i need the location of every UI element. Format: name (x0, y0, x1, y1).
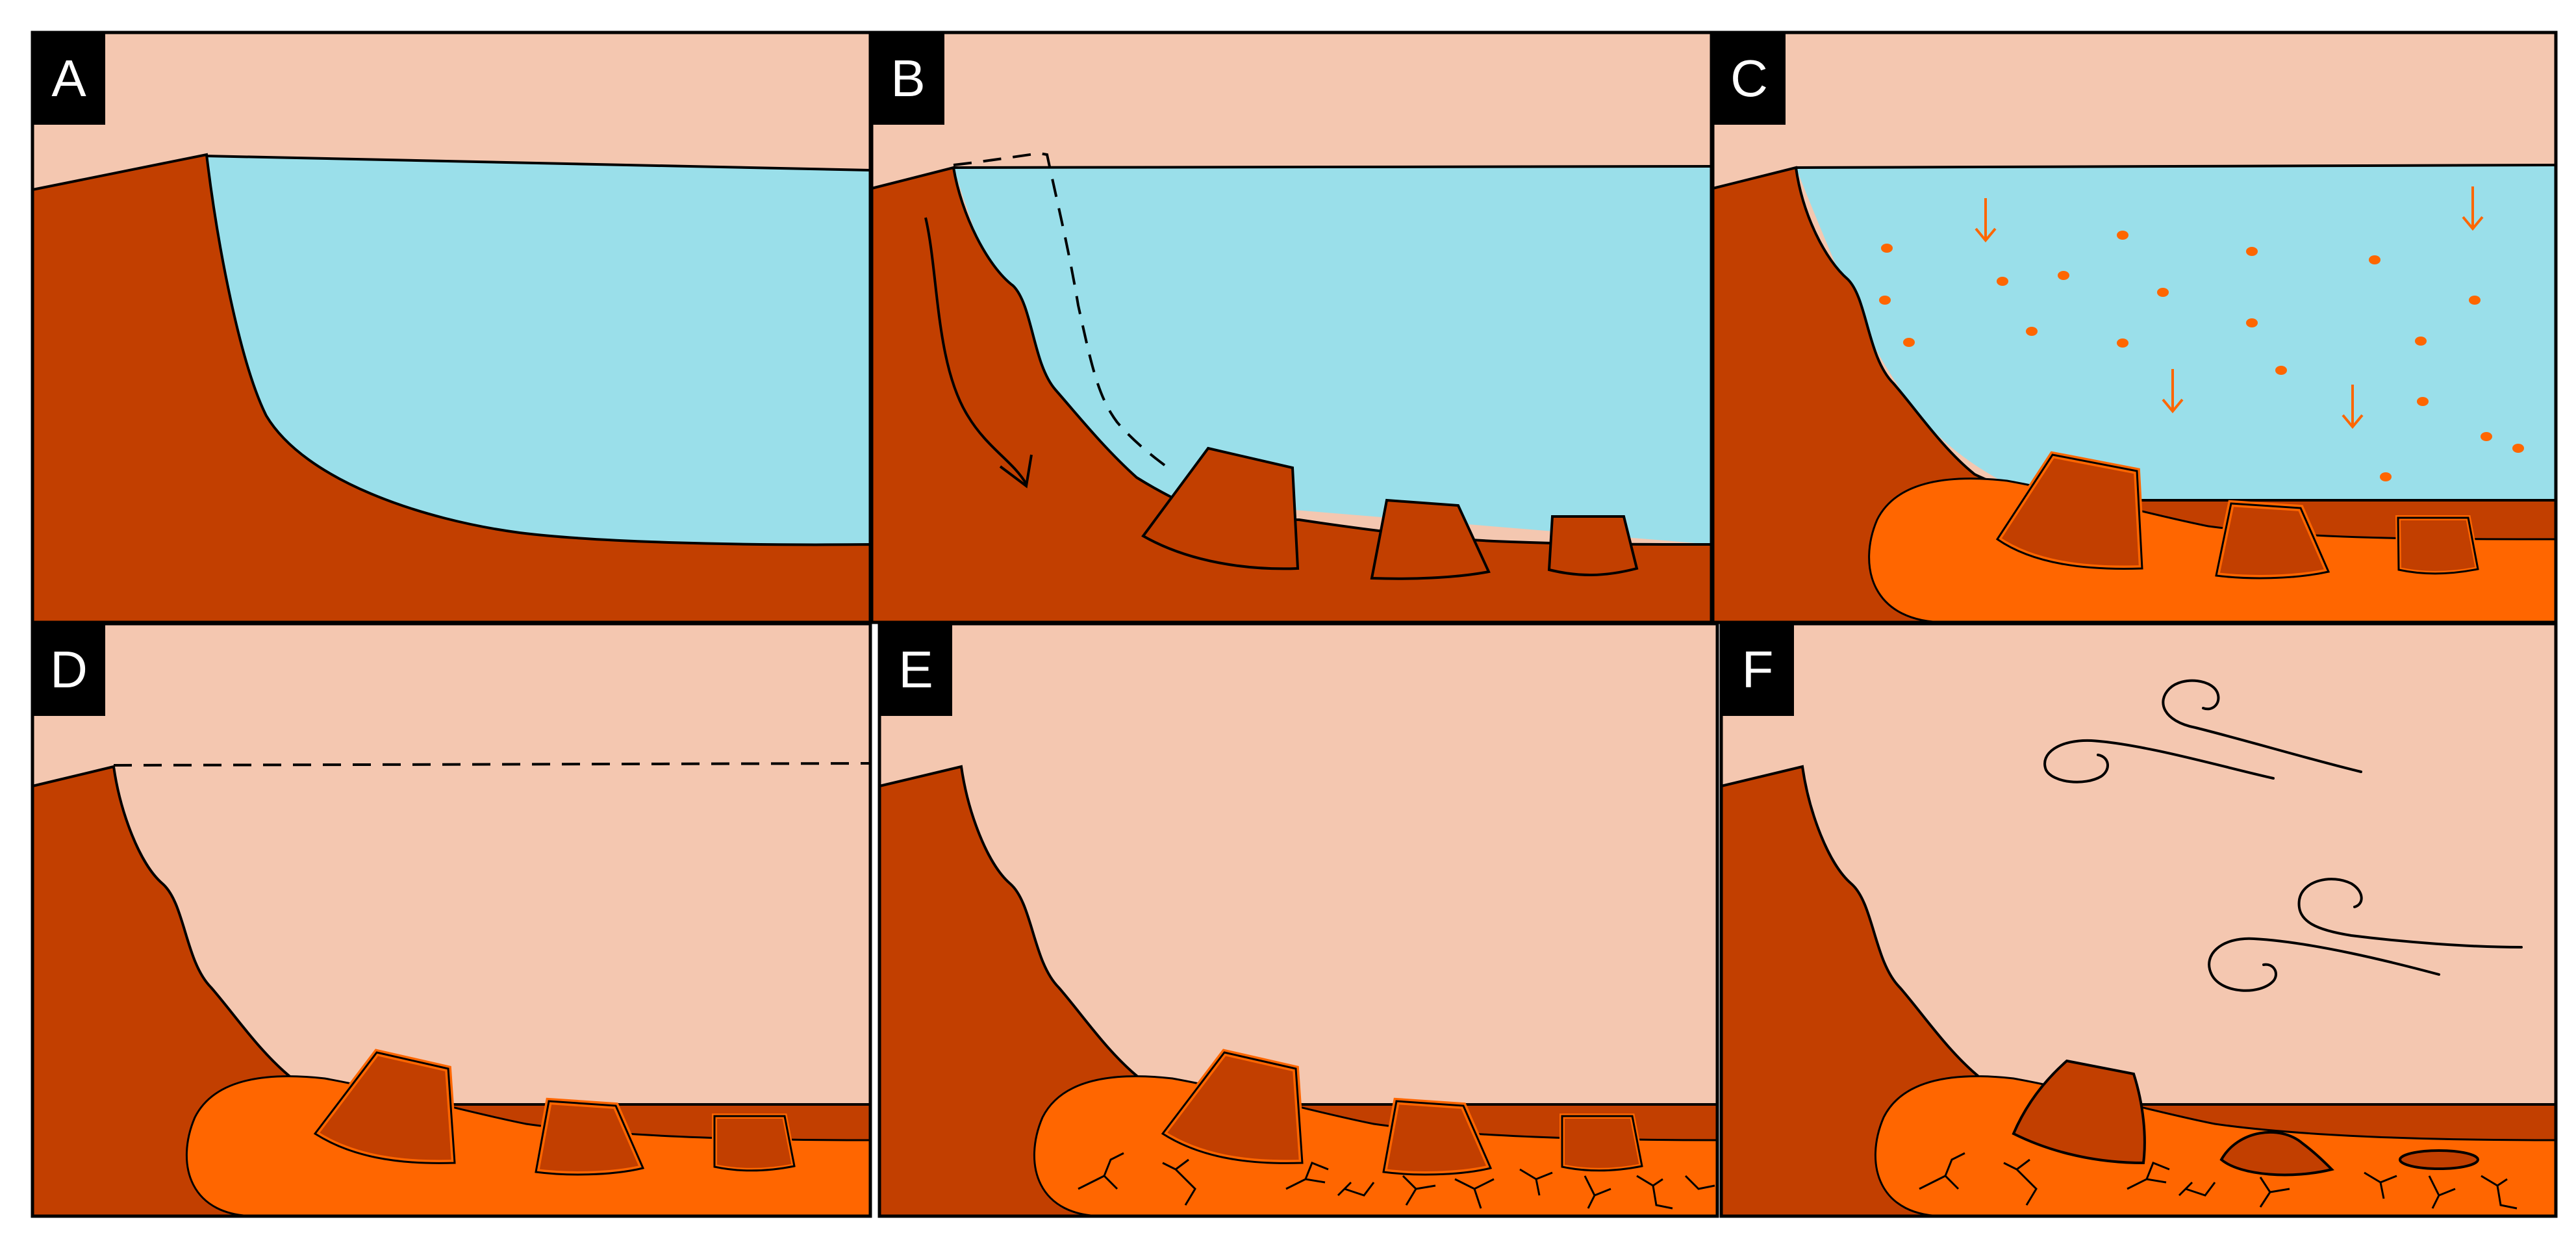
particle (2058, 271, 2069, 280)
panel-b-label-text: B (890, 49, 925, 107)
panel-a-label: A (32, 32, 105, 125)
particle (2275, 366, 2287, 375)
particle (2026, 327, 2038, 336)
panel-b-label: B (872, 32, 944, 125)
panel-d-label-text: D (50, 641, 88, 698)
panel-c: C (1713, 32, 2556, 622)
particle (2469, 296, 2481, 305)
panel-f-label-text: F (1742, 641, 1774, 698)
panel-e-label: E (879, 624, 952, 716)
panel-f: F (1721, 624, 2556, 1216)
panel-e-label-text: E (898, 641, 933, 698)
particle (2157, 288, 2169, 297)
panel-d-label: D (32, 624, 105, 716)
panel-c-label: C (1713, 32, 1786, 125)
particle (2246, 318, 2258, 327)
panel-d: D (32, 624, 870, 1216)
particle (1881, 244, 1893, 253)
particle (2117, 338, 2128, 348)
particle (2415, 337, 2427, 346)
panel-e: E (879, 624, 1717, 1216)
panel-b-small-block (1549, 516, 1637, 575)
particle (2481, 432, 2492, 441)
particle (2246, 247, 2258, 256)
particle (1997, 277, 2008, 286)
panel-c-label-text: C (1730, 49, 1768, 107)
particle (2417, 397, 2429, 406)
panel-f-label: F (1721, 624, 1794, 716)
panel-c-small-block (2398, 518, 2478, 574)
particle (2117, 231, 2128, 240)
panel-e-small-block (1562, 1116, 1642, 1171)
panel-b-water-surface (953, 166, 1711, 168)
panel-b: B (872, 32, 1711, 622)
panel-d-small-block (714, 1116, 794, 1171)
panel-f-eroded-small-block (2400, 1151, 2478, 1169)
particle (1879, 296, 1891, 305)
particle (2512, 444, 2524, 453)
particle (2380, 472, 2392, 481)
panel-a-label-text: A (51, 49, 86, 107)
panel-a: A (32, 32, 870, 622)
particle (2369, 255, 2380, 264)
particle (1903, 338, 1915, 347)
